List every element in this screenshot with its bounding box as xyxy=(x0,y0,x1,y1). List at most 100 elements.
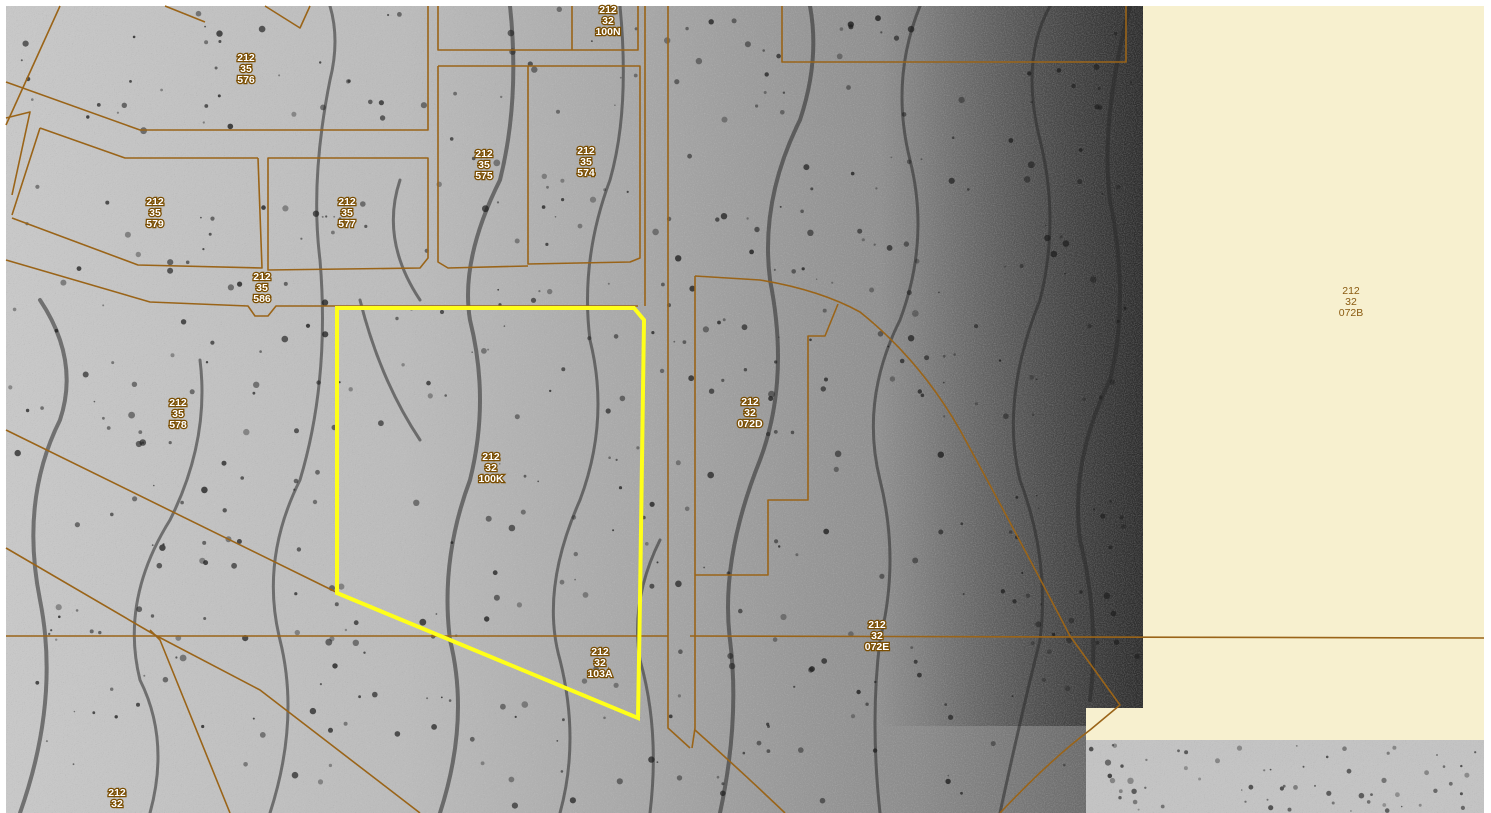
boundary-line xyxy=(691,275,1121,813)
shrub-dot xyxy=(967,188,970,191)
shrub-dot xyxy=(656,761,659,764)
shrub-dot xyxy=(333,215,336,218)
wash-channel xyxy=(268,6,337,813)
shrub-dot xyxy=(294,592,298,596)
shrub-dot xyxy=(675,255,682,262)
shrub-dot xyxy=(942,381,945,384)
shrub-dot xyxy=(1448,781,1453,786)
dry-wash-channels xyxy=(18,6,1132,813)
shrub-dot xyxy=(167,267,174,274)
shrub-dot xyxy=(252,717,255,720)
shrub-dot xyxy=(721,782,725,786)
shrub-dot xyxy=(538,290,541,293)
shrub-dot xyxy=(850,171,855,176)
shrub-dot xyxy=(221,460,227,466)
shrub-dot xyxy=(500,703,506,710)
parcel-label-parcel: 577 xyxy=(338,218,356,230)
parcel-label-parcel: 586 xyxy=(253,293,271,305)
shrub-dot xyxy=(1183,766,1188,771)
shrub-dot xyxy=(763,91,767,94)
shrub-dot xyxy=(482,205,489,213)
shrub-dot xyxy=(261,205,266,210)
parcel-label-book: 212 xyxy=(1342,285,1360,297)
shrub-dot xyxy=(1295,745,1298,747)
subject-parcel-outline[interactable] xyxy=(335,306,647,721)
shrub-dot xyxy=(243,762,248,767)
parcel-label-book: 212 xyxy=(475,148,493,160)
shrub-dot xyxy=(990,741,996,747)
shrub-dot xyxy=(440,696,443,699)
shrub-dot xyxy=(795,553,799,557)
shrub-dot xyxy=(449,137,454,141)
shrub-dot xyxy=(1087,324,1092,329)
shrub-dot xyxy=(1342,746,1347,751)
shrub-dot xyxy=(1104,759,1112,766)
shrub-dot xyxy=(352,639,359,646)
shrub-dot xyxy=(1137,808,1140,811)
shrub-dot xyxy=(1263,769,1266,772)
shrub-dot xyxy=(615,458,618,461)
shrub-dot xyxy=(431,724,437,730)
shrub-dot xyxy=(500,95,503,99)
shrub-dot xyxy=(901,112,907,117)
shrub-dot xyxy=(1460,805,1465,811)
shrub-dot xyxy=(492,570,498,576)
shrub-dot xyxy=(634,27,638,31)
shrub-dot xyxy=(453,91,457,96)
shrub-dot xyxy=(201,486,208,494)
shrub-dot xyxy=(613,31,618,36)
shrub-dot xyxy=(780,613,787,621)
shrub-dot xyxy=(890,156,893,159)
shrub-dot xyxy=(906,159,912,165)
parcel-label-book: 212 xyxy=(146,196,164,208)
shrub-dot xyxy=(485,515,492,522)
shrub-dot xyxy=(948,177,955,184)
shrub-dot xyxy=(1464,772,1470,778)
boundary-line xyxy=(695,303,839,576)
shrub-dot xyxy=(291,111,297,117)
shrub-dot xyxy=(1103,592,1111,600)
shrub-dot xyxy=(1011,695,1014,697)
shrub-dot xyxy=(1021,571,1024,575)
shrub-dot xyxy=(877,331,884,337)
shrub-dot xyxy=(887,345,890,348)
shrub-dot xyxy=(259,732,266,738)
shrub-dot xyxy=(649,501,655,507)
shrub-dot xyxy=(1037,507,1040,510)
shrub-dot xyxy=(731,18,737,24)
shrub-dot xyxy=(873,243,876,246)
shrub-dot xyxy=(493,594,500,601)
shrub-dot xyxy=(1000,589,1006,594)
shrub-dot xyxy=(848,631,854,637)
shrub-dot xyxy=(1314,784,1316,787)
shrub-dot xyxy=(1029,375,1034,380)
parcel-label-map: 35 xyxy=(478,159,490,171)
shrub-dot xyxy=(1012,599,1017,604)
shrub-dot xyxy=(857,228,863,234)
shrub-dot xyxy=(907,25,915,33)
shrub-dot xyxy=(577,223,583,229)
boundary-line xyxy=(437,66,529,269)
shrub-dot xyxy=(136,606,143,613)
shrub-dot xyxy=(204,104,209,108)
shrub-dot xyxy=(205,361,209,364)
shrub-dot xyxy=(320,104,326,111)
shrub-dot xyxy=(132,496,138,502)
shrub-dot xyxy=(82,371,89,378)
